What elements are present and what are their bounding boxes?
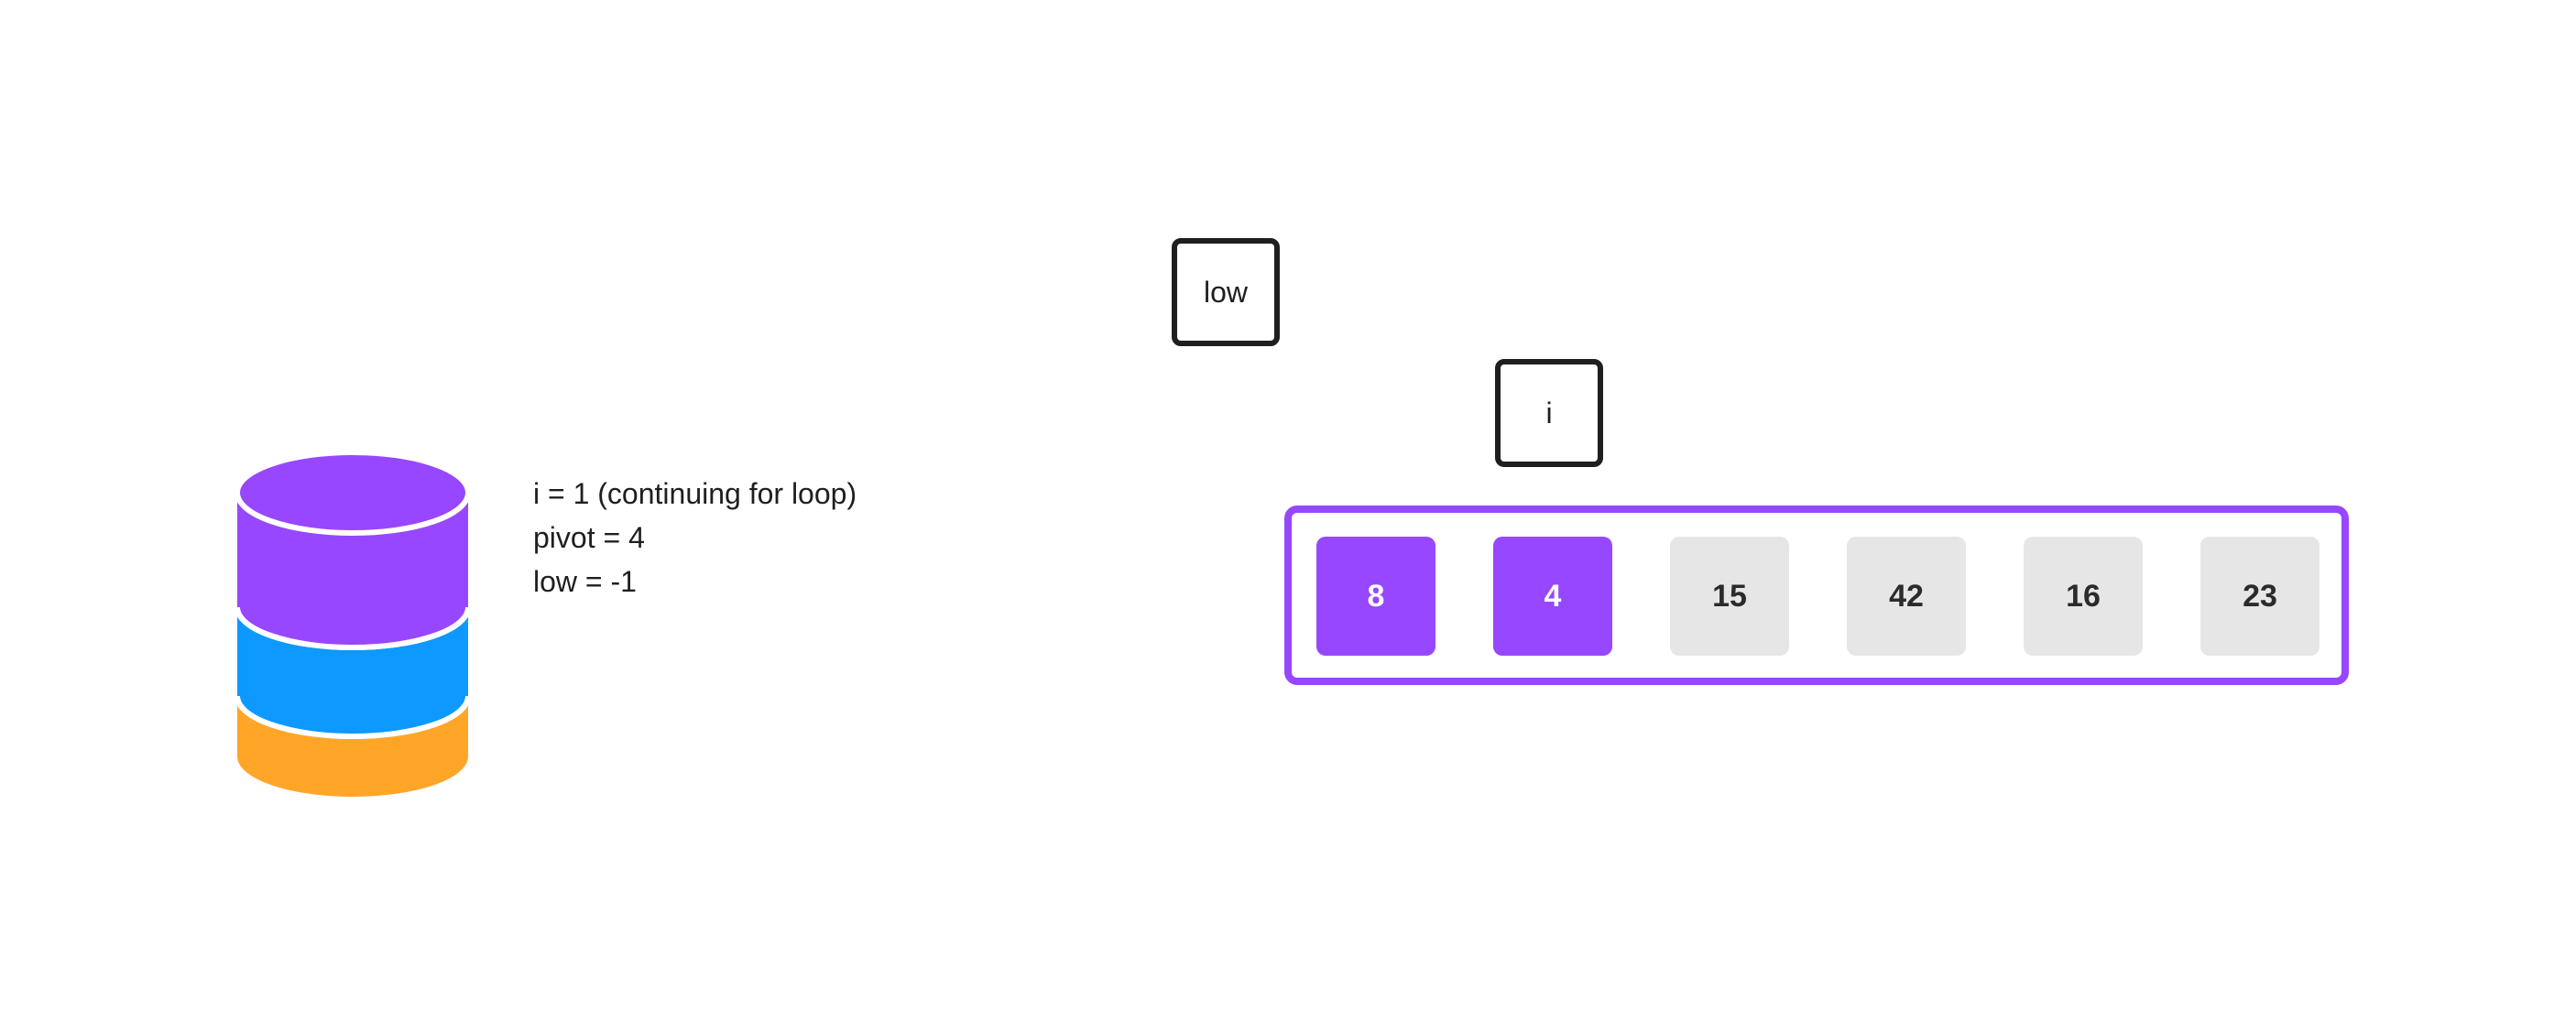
- array-cell-0: 8: [1316, 537, 1435, 656]
- database-stack-icon: [235, 450, 471, 797]
- array-cell-value: 4: [1544, 578, 1562, 614]
- array-cell-value: 42: [1889, 578, 1924, 614]
- array-cell-value: 8: [1367, 578, 1385, 614]
- array-cell-value: 15: [1712, 578, 1747, 614]
- array-cell-5: 23: [2200, 537, 2319, 656]
- array-cell-4: 16: [2024, 537, 2143, 656]
- array-cell-2: 15: [1670, 537, 1789, 656]
- array-cell-value: 23: [2243, 578, 2277, 614]
- pointer-i: i: [1495, 359, 1603, 467]
- array-cell-3: 42: [1847, 537, 1966, 656]
- pointer-low: low: [1172, 238, 1280, 346]
- array-cell-value: 16: [2066, 578, 2101, 614]
- state-panel: i = 1 (continuing for loop) pivot = 4 lo…: [533, 472, 857, 603]
- state-line-low: low = -1: [533, 565, 637, 598]
- array-frame: [1284, 506, 2349, 685]
- state-line-i: i = 1 (continuing for loop): [533, 477, 857, 510]
- array-cell-1: 4: [1493, 537, 1612, 656]
- state-line-pivot: pivot = 4: [533, 521, 645, 554]
